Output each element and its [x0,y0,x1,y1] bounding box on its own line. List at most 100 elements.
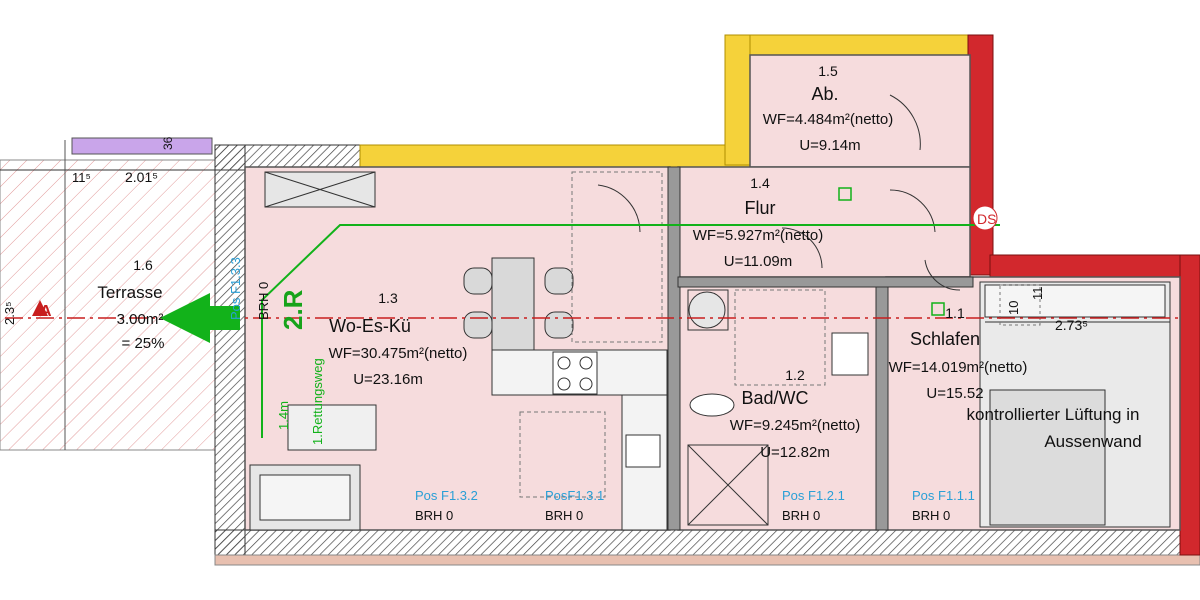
svg-text:BRH 0: BRH 0 [782,508,820,523]
dim-label: 11⁵ [72,170,91,185]
room-flur [677,166,971,278]
dining-table [491,257,535,359]
chair [463,311,493,339]
svg-text:1.3: 1.3 [378,290,398,306]
svg-text:Pos F1.1.1: Pos F1.1.1 [912,488,975,503]
dashed-zone [571,171,663,343]
window-pos-4: Pos F1.1.1 BRH 0 [912,488,975,523]
kitchen-island [287,404,377,451]
label-wohnkueche: 1.3 Wo-Es-Kü WF=30.475m²(netto) U=23.16m [329,290,468,388]
dashed-zone [999,284,1041,326]
svg-text:1.4: 1.4 [750,175,770,191]
label-flur: 1.4 Flur WF=5.927m²(netto) U=11.09m [693,175,823,270]
svg-text:Pos F1.2.1: Pos F1.2.1 [782,488,845,503]
svg-text:U=9.14m: U=9.14m [799,137,860,154]
side-pos-brh: BRH 0 [256,282,271,320]
wall-kitchen-bad [667,166,681,531]
room-abstell [749,54,971,168]
svg-text:Wo-Es-Kü: Wo-Es-Kü [329,316,411,336]
shower [687,444,769,526]
svg-text:WF=5.927m²(netto): WF=5.927m²(netto) [693,227,823,244]
svg-text:3.00m²: 3.00m² [117,311,164,328]
toilet [689,393,735,417]
chair [544,267,574,295]
escape-arrow [160,293,240,343]
svg-text:Bad/WC: Bad/WC [741,388,808,408]
svg-text:WF=30.475m²(netto): WF=30.475m²(netto) [329,345,468,362]
window-pos-1: Pos F1.3.2 BRH 0 [415,488,478,523]
burner [557,356,571,370]
svg-text:1.5: 1.5 [818,63,838,79]
burner [557,377,571,391]
door-swing [924,259,961,291]
window-purple [71,137,213,155]
svg-text:WF=9.245m²(netto): WF=9.245m²(netto) [730,417,860,434]
svg-text:1.2: 1.2 [785,367,805,383]
svg-text:BRH 0: BRH 0 [912,508,950,523]
wall-bad-schlafen [875,276,889,531]
smoke-detector-icon [931,302,945,316]
insulation-yellow-top [359,144,751,168]
detail-mark: DS [977,211,996,227]
burner [579,377,593,391]
dim-label: 2.3⁵ [2,302,17,325]
outer-wall-bottom [214,529,1196,556]
chair [463,267,493,295]
dim-label: 36 [161,136,175,150]
ventilation-note: kontrollierter Lüftung in [967,405,1140,424]
chair [544,311,574,339]
window-pos-2: PosF1.3.1 BRH 0 [545,488,604,523]
terrasse-area [0,159,216,451]
escape-route-line [261,224,1000,438]
svg-text:U=12.82m: U=12.82m [760,444,830,461]
washing-machine [688,291,726,329]
svg-text:Terrasse: Terrasse [97,283,162,302]
svg-text:= 25%: = 25% [122,335,165,352]
label-schlafen: 1.1 Schlafen WF=14.019m²(netto) U=15.52 [889,305,1028,402]
rettungsweg-label: 1.Rettungsweg [310,358,325,445]
svg-text:U=23.16m: U=23.16m [353,371,423,388]
dim-label: 2.73⁵ [1055,317,1088,333]
brick-base [214,554,1200,566]
svg-text:WF=14.019m²(netto): WF=14.019m²(netto) [889,359,1028,376]
dim-label: 11 [1030,287,1045,301]
section-arrow [32,300,48,316]
svg-text:1.1: 1.1 [945,305,965,321]
sink [625,434,661,468]
insulation-yellow-upper [724,34,976,56]
svg-text:U=11.09m: U=11.09m [724,253,793,270]
detail-mark-circle [972,205,998,231]
cooktop [552,351,598,395]
ventilation-note: Aussenwand [1044,432,1141,451]
door-swing [781,227,823,269]
coffee-table [519,411,606,498]
escape-mark: 2.R [278,289,308,330]
outer-wall-left [214,144,246,556]
wall-flur-bad [677,276,974,288]
svg-text:BRH 0: BRH 0 [545,508,583,523]
burner [579,356,593,370]
side-pos-label: Pos F1.3.3 [228,257,243,320]
smoke-detector-icon [838,187,852,201]
label-terrasse: 1.6 Terrasse 3.00m² = 25% [97,257,164,352]
svg-text:WF=4.484m²(netto): WF=4.484m²(netto) [763,111,893,128]
svg-text:PosF1.3.1: PosF1.3.1 [545,488,604,503]
window-pos-3: Pos F1.2.1 BRH 0 [782,488,845,523]
ext-wall-red-right-upper [967,34,994,276]
svg-text:Flur: Flur [745,198,776,218]
insulation-yellow-side [724,34,751,166]
svg-text:1.6: 1.6 [133,257,153,273]
dashed-zone [734,289,826,386]
svg-text:U=15.52: U=15.52 [926,385,983,402]
ext-wall-red-far-right [1179,254,1200,556]
ext-wall-red-right [989,254,1200,278]
door-width-label: 1.4m [276,401,291,430]
dim-label: 2.01⁵ [125,169,158,185]
label-abstell: 1.5 Ab. WF=4.484m²(netto) U=9.14m [763,63,893,154]
svg-text:Ab.: Ab. [811,84,838,104]
label-bad: 1.2 Bad/WC WF=9.245m²(netto) U=12.82m [730,367,860,461]
svg-text:Schlafen: Schlafen [910,329,980,349]
svg-text:BRH 0: BRH 0 [415,508,453,523]
door-swing [889,94,921,151]
